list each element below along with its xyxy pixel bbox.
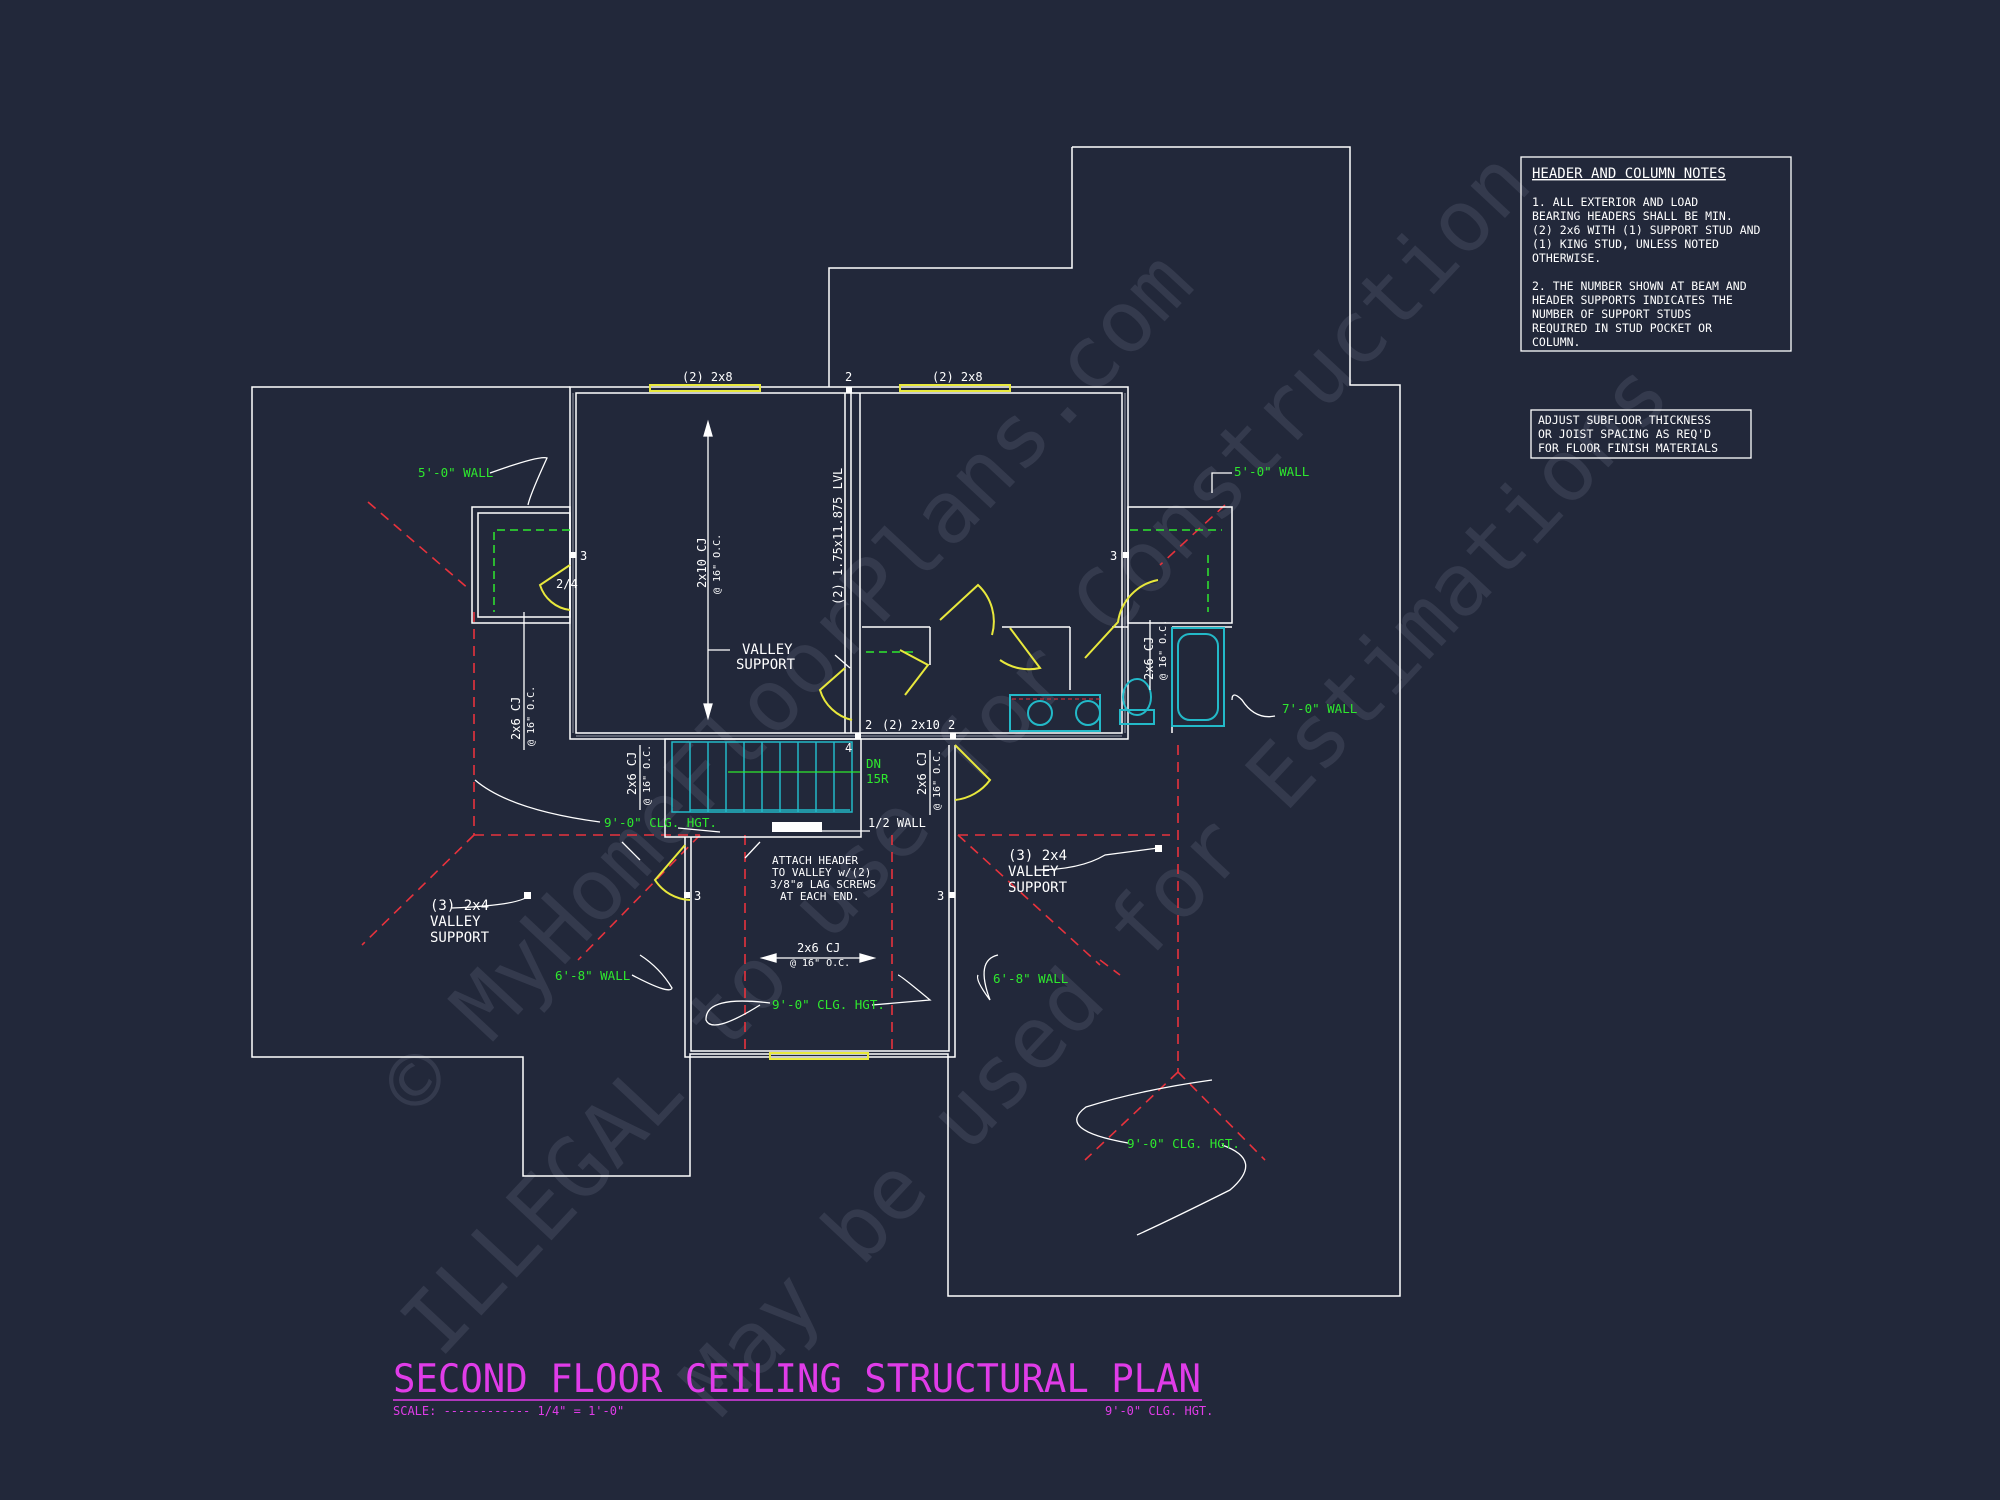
plan-scale: SCALE: ------------ 1/4" = 1'-0" xyxy=(393,1404,624,1418)
cj-main-spacing: @ 16" O.C. xyxy=(712,534,723,594)
cj-main-label: 2x10 CJ xyxy=(695,537,709,588)
roof-outline-upper xyxy=(828,147,1073,387)
stud-count: 2 xyxy=(845,370,852,384)
beam-lvl-label: (2) 1.75x11.875 LVL xyxy=(831,468,845,605)
notes-title: HEADER AND COLUMN NOTES xyxy=(1532,166,1726,182)
cj-stair-spacing: @ 16" O.C. xyxy=(642,745,653,805)
title-block: SECOND FLOOR CEILING STRUCTURAL PLAN SCA… xyxy=(393,1357,1213,1418)
cj-right-spacing: @ 16" O.C. xyxy=(932,750,943,810)
wall-height-5-left: 5'-0" WALL xyxy=(418,465,493,480)
half-wall-label: 1/2 WALL xyxy=(868,816,926,830)
stud-count: 3 xyxy=(1110,549,1117,563)
wall-height-7: 7'-0" WALL xyxy=(1282,701,1357,716)
notes-line: COLUMN. xyxy=(1532,335,1580,349)
notes-line: NUMBER OF SUPPORT STUDS xyxy=(1532,307,1691,321)
valley-support-left: (3) 2x4 xyxy=(430,898,489,914)
wall-hatching xyxy=(572,393,1126,737)
roof-valley-lines xyxy=(361,501,1266,1161)
notes-line: HEADER SUPPORTS INDICATES THE xyxy=(1532,293,1733,307)
header-label-mid: (2) 2x10 xyxy=(882,718,940,732)
attach-note: ATTACH HEADER xyxy=(772,854,858,867)
ceiling-height-1: 9'-0" CLG. HGT. xyxy=(604,815,717,830)
bath-fixtures xyxy=(1009,627,1225,732)
wall-height-68-right: 6'-8" WALL xyxy=(993,971,1068,986)
cj-lower-label: 2x6 CJ xyxy=(797,941,840,955)
door-size-label: 2/4 xyxy=(556,577,578,591)
plan-ceiling-height: 9'-0" CLG. HGT. xyxy=(1105,1404,1213,1418)
notes-line: 2. THE NUMBER SHOWN AT BEAM AND xyxy=(1532,279,1747,293)
subfloor-note: ADJUST SUBFLOOR THICKNESS OR JOIST SPACI… xyxy=(1530,409,1752,459)
valley-support-right: (3) 2x4 xyxy=(1008,848,1067,864)
stair-down-label: DN xyxy=(866,756,881,771)
low-wall-lines xyxy=(493,529,1222,653)
ceiling-height-3: 9'-0" CLG. HGT. xyxy=(1127,1136,1240,1151)
notes-line: REQUIRED IN STUD POCKET OR xyxy=(1532,321,1712,335)
door-swings xyxy=(538,564,1159,901)
plan-labels: (2) 2x8 (2) 2x8 2 (2) 2x10 2 2 4 3 3 3 3… xyxy=(430,370,1169,969)
attach-note: AT EACH END. xyxy=(780,890,859,903)
cj-stair-label: 2x6 CJ xyxy=(625,752,639,795)
notes-line: 1. ALL EXTERIOR AND LOAD xyxy=(1532,195,1698,209)
leader-lines xyxy=(451,456,1276,1236)
stair-risers-label: 15R xyxy=(866,771,889,786)
notes-line: (2) 2x6 WITH (1) SUPPORT STUD AND xyxy=(1532,223,1761,237)
attach-note: 3/8"ø LAG SCREWS xyxy=(770,878,876,891)
watermark: © MyHomeFloorPlans.com ILLEGAL to use fo… xyxy=(362,132,1689,1434)
cj-right-label: 2x6 CJ xyxy=(915,752,929,795)
valley-support-left: VALLEY xyxy=(430,914,481,930)
wall-height-labels: DN 15R 5'-0" WALL 5'-0" WALL 7'-0" WALL … xyxy=(418,464,1357,1151)
stair xyxy=(671,741,860,832)
stud-count: 3 xyxy=(937,889,944,903)
ceiling-height-2: 9'-0" CLG. HGT. xyxy=(772,997,885,1012)
cj-left-spacing: @ 16" O.C. xyxy=(526,686,537,746)
notes-line: OTHERWISE. xyxy=(1532,251,1601,265)
valley-support-label: VALLEY xyxy=(742,642,793,658)
cj-left-label: 2x6 CJ xyxy=(509,697,523,740)
plan-title: SECOND FLOOR CEILING STRUCTURAL PLAN xyxy=(393,1357,1201,1402)
header-label-right: (2) 2x8 xyxy=(932,370,983,384)
valley-support-left: SUPPORT xyxy=(430,930,490,946)
watermark-line-2: ILLEGAL to use for Construction xyxy=(382,132,1550,1374)
stud-count: 2 xyxy=(948,718,955,732)
stud-count: 4 xyxy=(845,741,852,755)
subfloor-line: OR JOIST SPACING AS REQ'D xyxy=(1538,427,1711,441)
windows xyxy=(649,384,1011,1060)
stud-count: 3 xyxy=(580,549,587,563)
dimension-arrows xyxy=(523,419,1151,963)
cj-bath-label: 2x6 CJ xyxy=(1142,637,1156,680)
notes-line: (1) KING STUD, UNLESS NOTED xyxy=(1532,237,1719,251)
wall-height-68-left: 6'-8" WALL xyxy=(555,968,630,983)
wall-height-5-right: 5'-0" WALL xyxy=(1234,464,1309,479)
valley-support-right: VALLEY xyxy=(1008,864,1059,880)
header-label-left: (2) 2x8 xyxy=(682,370,733,384)
cj-bath-spacing: @ 16" O.C. xyxy=(1158,620,1169,680)
attach-note: TO VALLEY w/(2) xyxy=(772,866,871,879)
stud-markers xyxy=(524,387,1162,899)
notes-line: BEARING HEADERS SHALL BE MIN. xyxy=(1532,209,1733,223)
subfloor-line: FOR FLOOR FINISH MATERIALS xyxy=(1538,441,1718,455)
stud-count: 3 xyxy=(694,889,701,903)
subfloor-line: ADJUST SUBFLOOR THICKNESS xyxy=(1538,413,1711,427)
cj-lower-spacing: @ 16" O.C. xyxy=(790,958,850,969)
valley-support-right: SUPPORT xyxy=(1008,880,1068,896)
valley-support-label: SUPPORT xyxy=(736,657,796,673)
stud-count: 2 xyxy=(865,718,872,732)
header-column-notes: HEADER AND COLUMN NOTES 1. ALL EXTERIOR … xyxy=(1520,156,1792,352)
